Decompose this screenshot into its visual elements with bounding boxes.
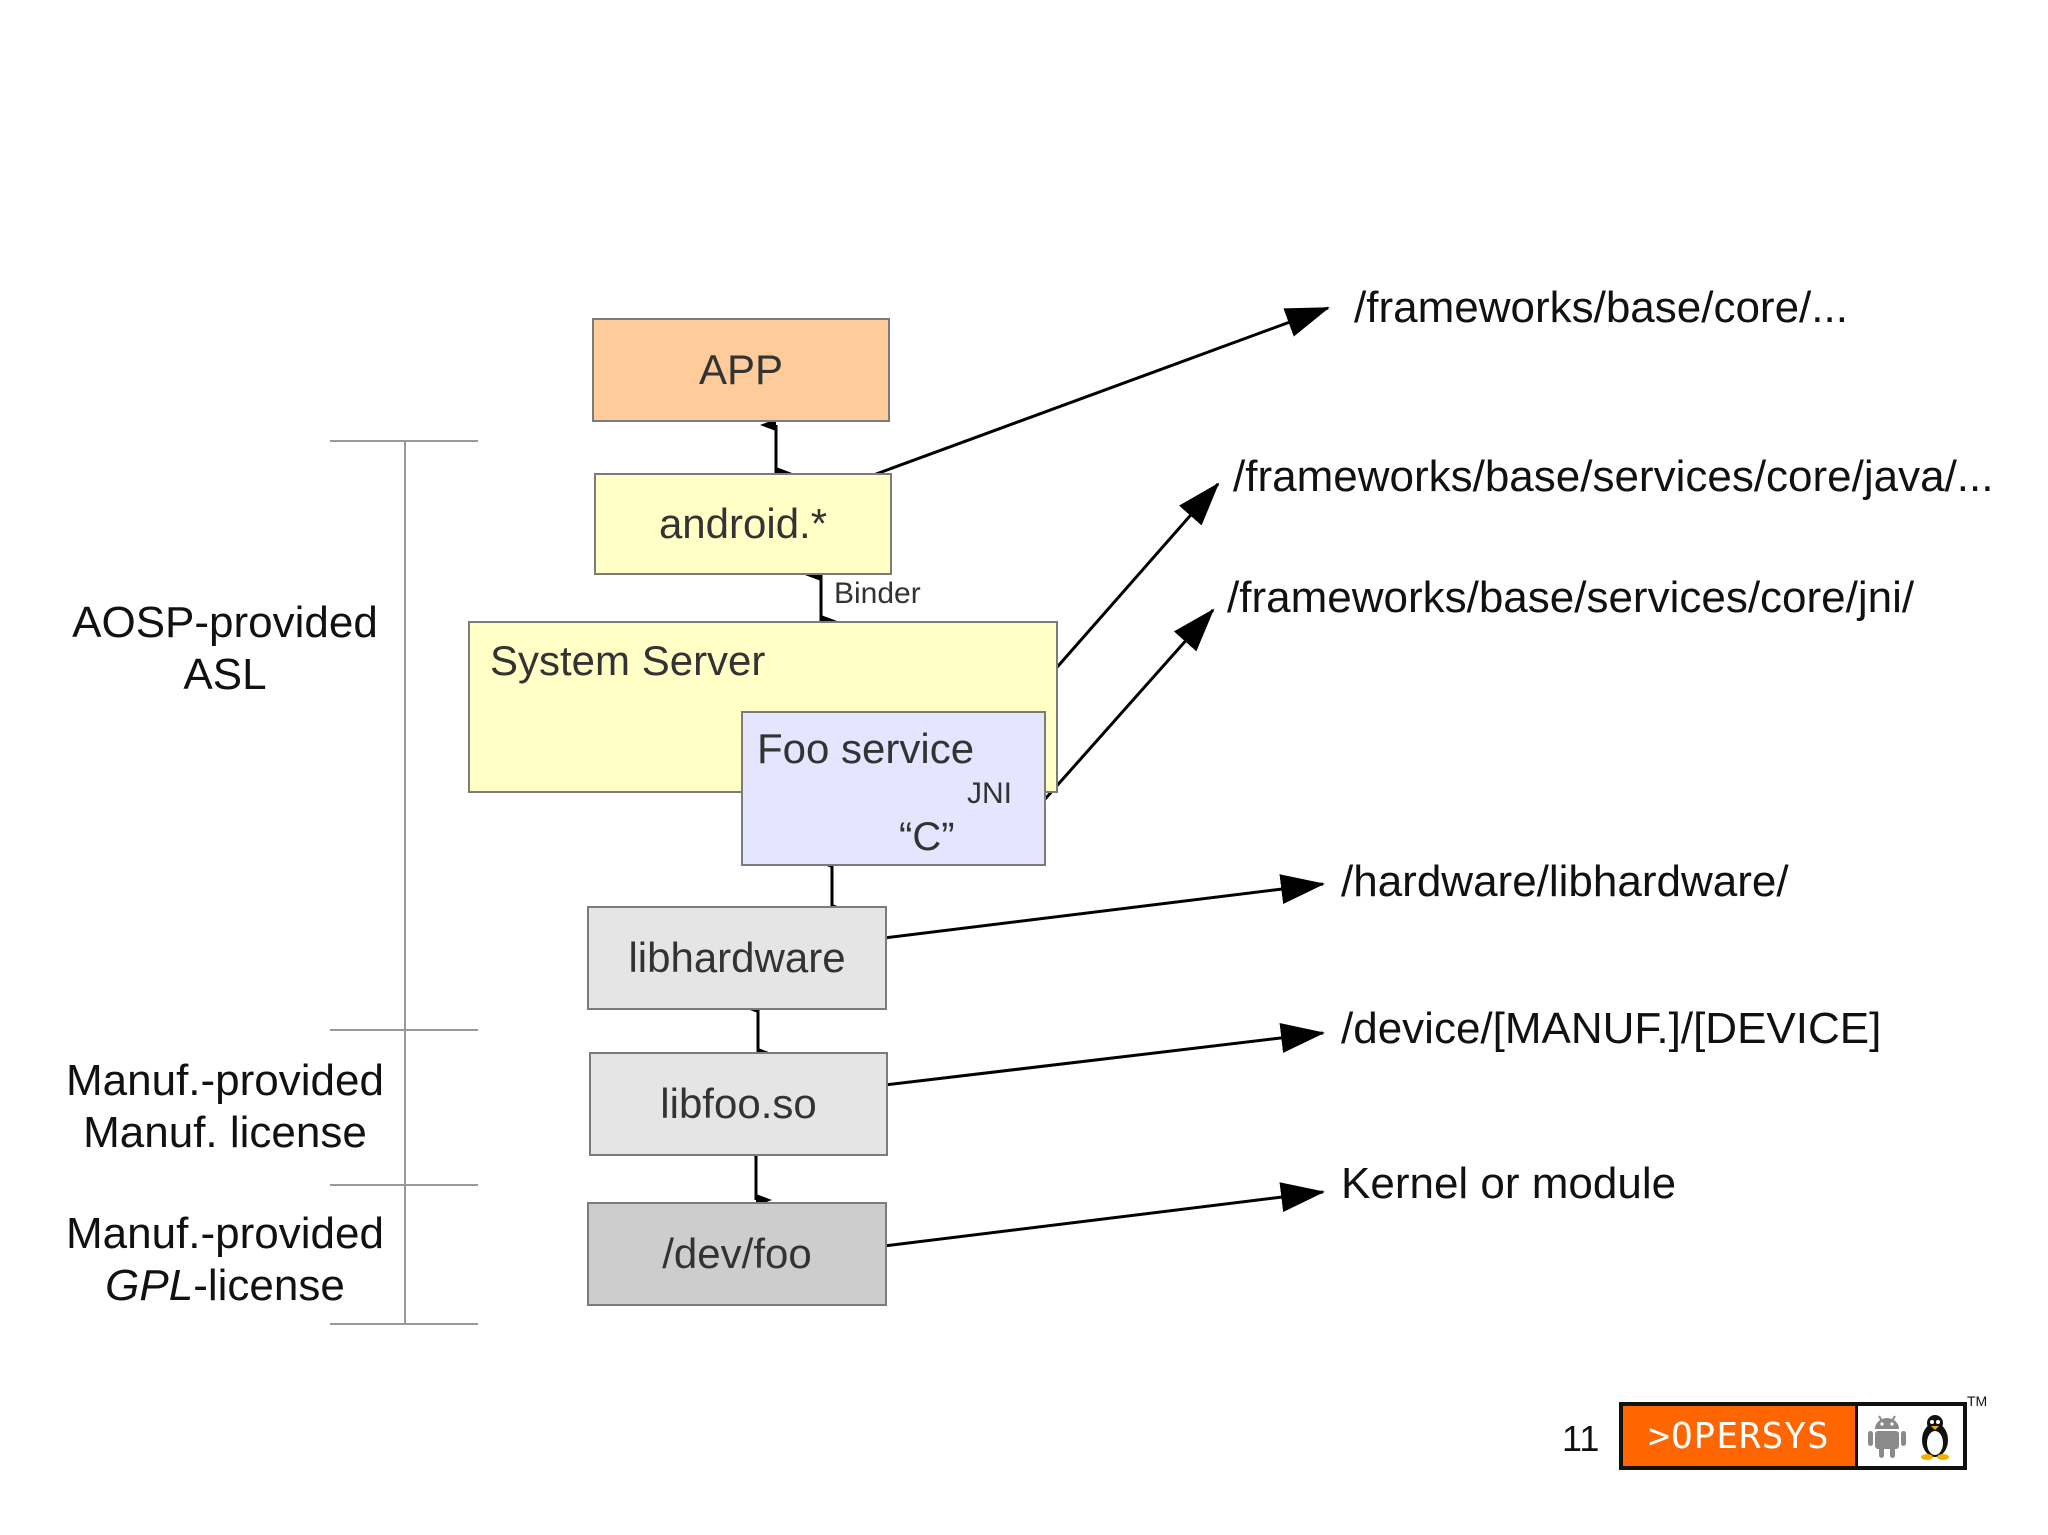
logo-icons [1855,1406,1963,1466]
layer-double-arrows [740,419,848,1206]
devfoo-box: /dev/foo [587,1202,887,1306]
jni-label: JNI [967,777,1012,810]
tux-penguin-icon [1921,1415,1949,1460]
logo-text: >OPERSYS [1623,1406,1855,1466]
devfoo-label: /dev/foo [662,1230,812,1277]
path-services-jni: /frameworks/base/services/core/jni/ [1227,573,1915,622]
path-hardware: /hardware/libhardware/ [1341,857,1789,906]
license-bracket [330,440,478,1325]
aosp-license-label: AOSP-provided ASL [72,598,378,699]
path-kernel: Kernel or module [1341,1159,1677,1208]
foo-service-box: Foo service [741,711,1046,866]
android-icon [1868,1415,1906,1458]
app-label: APP [698,346,784,393]
app-box: APP [592,318,890,422]
android-box: android.* [594,473,892,575]
libhardware-label: libhardware [628,934,846,981]
libfoo-box: libfoo.so [589,1052,888,1156]
binder-label: Binder [834,577,921,610]
path-frameworks-core: /frameworks/base/core/... [1354,283,1848,332]
path-arrows [867,306,1330,1250]
page-number: 11 [1562,1418,1600,1459]
libfoo-label: libfoo.so [660,1080,817,1127]
android-label: android.* [658,500,828,547]
path-services-java: /frameworks/base/services/core/java/... [1233,452,1994,501]
libhardware-box: libhardware [587,906,887,1010]
gpl-license-label: Manuf.-provided GPL-license [66,1209,384,1310]
foo-service-label: Foo service [757,725,975,772]
opersys-logo: >OPERSYS [1619,1402,1967,1470]
trademark-mark: TM [1967,1393,1988,1409]
manuf-license-label: Manuf.-provided Manuf. license [66,1056,384,1157]
c-label: “C” [899,815,955,859]
path-device: /device/[MANUF.]/[DEVICE] [1341,1004,1882,1053]
system-server-label: System Server [490,637,766,684]
